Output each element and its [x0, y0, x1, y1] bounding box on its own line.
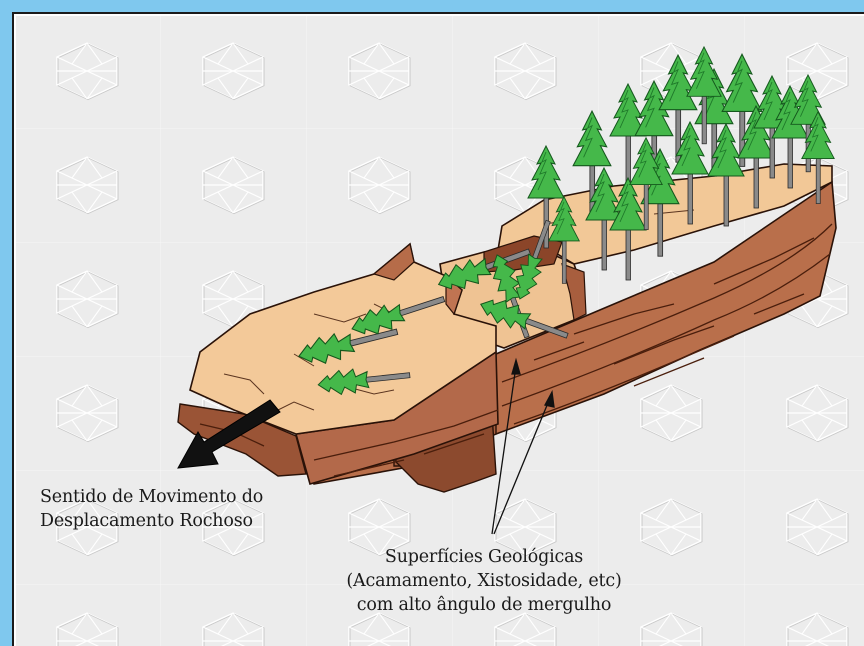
scarp-left	[372, 242, 415, 281]
pointer-arrows	[491, 357, 555, 535]
geological-surfaces-label: Superfícies Geológicas (Acamamento, Xist…	[319, 545, 649, 617]
surfaces-label-line1: Superfícies Geológicas	[384, 547, 584, 567]
movement-direction-label: Sentido de Movimento do Desplacamento Ro…	[40, 485, 263, 533]
scarp-right	[561, 263, 587, 321]
rockslide-diagram	[14, 14, 864, 646]
movement-label-line1: Sentido de Movimento do	[40, 487, 264, 507]
movement-label-line2: Desplacamento Rochoso	[40, 511, 253, 531]
diagram-panel: Sentido de Movimento do Desplacamento Ro…	[12, 12, 864, 646]
surfaces-label-line3: com alto ângulo de mergulho	[356, 595, 612, 615]
surfaces-label-line2: (Acamamento, Xistosidade, etc)	[346, 571, 622, 591]
movement-arrow	[177, 399, 281, 469]
